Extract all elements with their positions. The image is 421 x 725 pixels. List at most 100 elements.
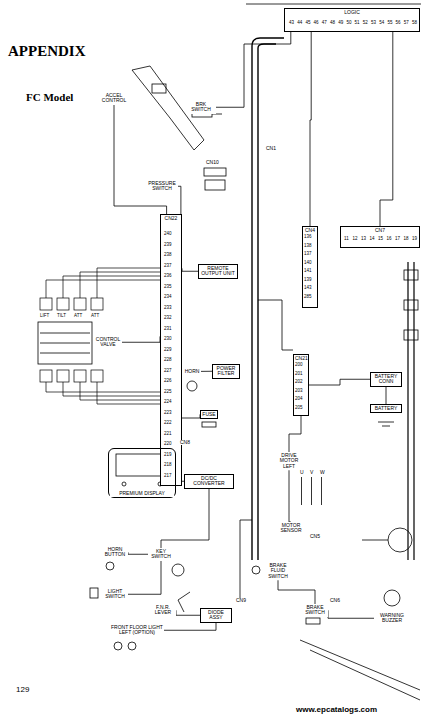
light-switch-symbol: [90, 588, 98, 598]
connector: [404, 330, 418, 340]
pin-number: 19: [412, 237, 417, 242]
component-label: BRAKE SWITCH: [302, 604, 328, 617]
brake-switch-symbol: [306, 618, 320, 624]
connector-block: REMOTE OUTPUT UNIT: [198, 264, 238, 279]
pin-number: 203: [295, 389, 303, 394]
pin-number: 11: [344, 237, 349, 242]
connector: [404, 270, 418, 280]
node-text: PRESSURE SWITCH: [147, 181, 177, 193]
node-text: WARNING BUZZER: [375, 613, 409, 625]
wire-connection: [182, 268, 198, 271]
pin-number: 239: [164, 243, 172, 248]
pin-number: 136: [304, 235, 312, 240]
pin-number: 45: [305, 21, 310, 26]
node-text: CN21: [295, 356, 307, 362]
solenoid: [57, 370, 69, 382]
node-text: LOGIC: [286, 10, 418, 16]
connector-block: DIODE ASSY: [200, 608, 232, 623]
pin-number: 16: [387, 237, 392, 242]
component-label: KEY SWITCH: [148, 548, 174, 561]
display-button: [122, 482, 126, 486]
harness: [252, 38, 284, 560]
pin-number: 57: [404, 21, 409, 26]
terminal-name: V: [310, 470, 313, 475]
pin-number: 285: [304, 295, 312, 300]
pin-number: 217: [164, 474, 172, 479]
pin-number: 48: [330, 21, 335, 26]
node-text: ACCEL CONTROL: [101, 93, 127, 105]
pin-number: 222: [164, 421, 172, 426]
connector-block: LOGIC: [284, 8, 420, 32]
pin-number: 44: [297, 21, 302, 26]
frame-line: [246, 4, 421, 5]
watermark: www.epcatalogs.com: [296, 706, 377, 714]
node-text: REMOTE OUTPUT UNIT: [200, 266, 236, 278]
component-label: CONTROL VALVE: [94, 336, 122, 349]
node-text: BRAKE SWITCH: [303, 605, 327, 617]
node-text: FUSE: [202, 412, 216, 418]
pin-number: 15: [378, 237, 383, 242]
pin-number: 49: [338, 21, 343, 26]
pin-number: 18: [404, 237, 409, 242]
wire-connection: [178, 186, 181, 214]
pin-number: 53: [371, 21, 376, 26]
wire: [63, 276, 160, 298]
pin-number: 138: [304, 244, 312, 249]
connector-block: DC/DC CONVERTER: [184, 474, 234, 489]
node-text: CONTROL VALVE: [95, 337, 121, 349]
node-text: CN22: [162, 216, 180, 222]
pin-number: 218: [164, 463, 172, 468]
pin-number: 12: [353, 237, 358, 242]
pin-number: 232: [164, 316, 172, 321]
pin-number: 237: [164, 264, 172, 269]
solenoid: [40, 298, 52, 310]
wire-connection: [289, 470, 291, 522]
pin-number: 226: [164, 379, 172, 384]
harness: [258, 44, 276, 560]
wire: [97, 268, 160, 298]
pin-number: 234: [164, 295, 172, 300]
pin-number: 46: [314, 21, 319, 26]
pin-number: 223: [164, 411, 172, 416]
pin-number: 55: [387, 21, 392, 26]
wire-connection: [216, 32, 291, 107]
pin-number: 230: [164, 337, 172, 342]
valve-spools: [40, 333, 90, 353]
pin-number: 140: [304, 261, 312, 266]
solenoid: [40, 370, 52, 382]
sub-heading: FC Model: [26, 92, 73, 103]
motor-symbol: [388, 528, 412, 552]
node-text: HORN: [184, 369, 200, 375]
component-label: FRONT FLOOR LIGHT LEFT (OPTION): [110, 624, 164, 637]
battery-symbol: [378, 422, 394, 426]
pin-number: 14: [370, 237, 375, 242]
wire: [97, 382, 160, 404]
pin-number: 201: [295, 372, 303, 377]
pin-number: 143: [304, 286, 312, 291]
wire-connection: [309, 379, 370, 385]
wire-connection: [182, 414, 200, 418]
harness-branch: [240, 520, 252, 600]
wire-connection: [164, 623, 216, 631]
function-name: TILT: [57, 314, 66, 319]
connector-name: CN8: [180, 440, 190, 445]
node-text: CN4: [304, 228, 316, 234]
connector-name: CN1: [266, 146, 276, 151]
connector-block: FUSE: [200, 410, 218, 419]
right-harness: [408, 262, 414, 560]
connector: [204, 168, 226, 176]
solenoid: [74, 370, 86, 382]
connector-name: CN5: [310, 534, 320, 539]
node-text: BATTERY CONN: [372, 374, 400, 386]
connector: [404, 300, 418, 310]
node-text: PREMIUM DISPLAY: [110, 491, 174, 497]
wire-connection: [114, 105, 167, 215]
key-switch-symbol: [172, 564, 184, 576]
pin-number: 52: [363, 21, 368, 26]
fnr-lever-symbol: [178, 592, 190, 612]
pin-number: 205: [295, 406, 303, 411]
page-number: 129: [16, 686, 29, 694]
valve-body: [38, 322, 92, 364]
connector-block: BATTERY: [370, 404, 402, 413]
pin-number: 202: [295, 380, 303, 385]
